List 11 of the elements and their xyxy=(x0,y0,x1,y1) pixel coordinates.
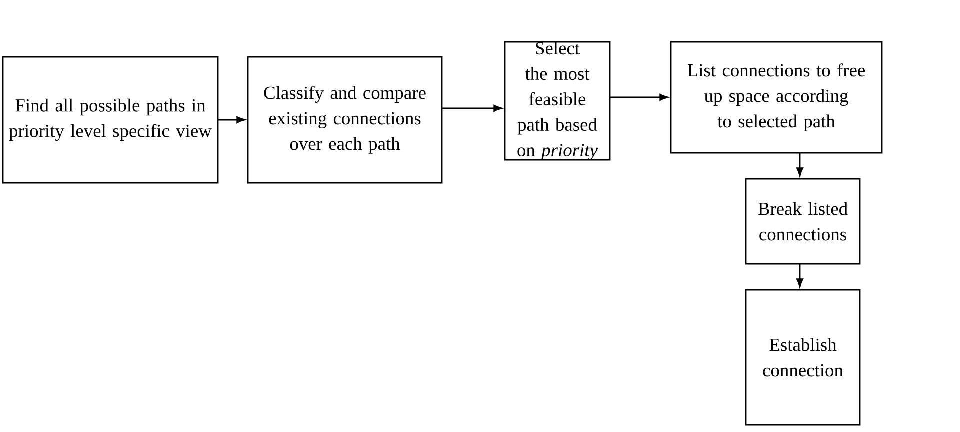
process-box: Select the most feasible path based on priority xyxy=(504,41,611,161)
arrow xyxy=(796,264,804,288)
arrow xyxy=(218,116,246,124)
process-box: Break listed connections xyxy=(745,178,861,265)
process-box: Establish connection xyxy=(745,289,861,426)
process-box: Find all possible paths in priority level specific view xyxy=(2,56,219,184)
process-box: Classify and compare existing connections over each path xyxy=(247,56,443,184)
arrow xyxy=(610,94,668,101)
arrow xyxy=(796,153,804,176)
process-box: List connections to free up space according to selected path xyxy=(670,41,883,154)
arrow xyxy=(442,105,502,112)
